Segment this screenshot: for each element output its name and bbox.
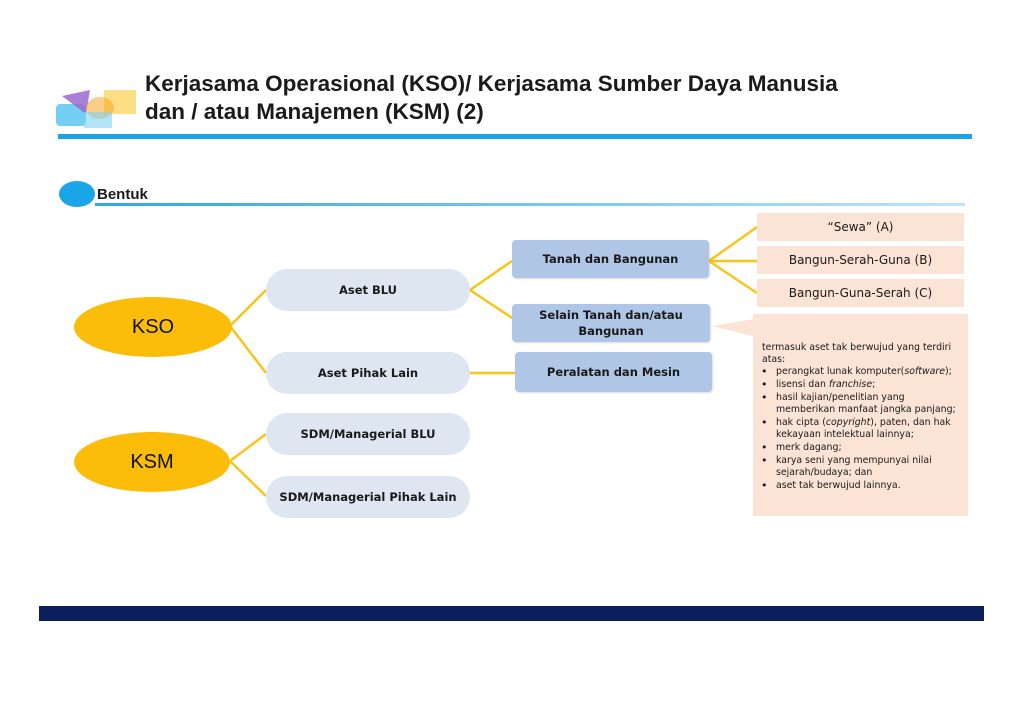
callout-item: karya seni yang mempunyai nilai sejarah/…: [761, 455, 966, 479]
aset-blu-node: Aset BLU: [266, 269, 470, 311]
connector-ksm-sdm-pihak-lain: [229, 460, 267, 497]
aset-pihak-lain-node: Aset Pihak Lain: [266, 352, 470, 394]
callout-item: aset tak berwujud lainnya.: [761, 480, 966, 492]
callout-item: hasil kajian/penelitian yang memberikan …: [761, 392, 966, 416]
selain-tanah-node: Selain Tanah dan/atau Bangunan: [512, 304, 710, 342]
tanah-bangunan-node: Tanah dan Bangunan: [512, 240, 709, 278]
kso-oval: KSO: [74, 297, 232, 357]
sdm-blu-node: SDM/Managerial BLU: [266, 413, 470, 455]
connector-tanah-sewa: [708, 225, 758, 263]
section-label: Bentuk: [97, 186, 148, 203]
connector-aset-blu-selain: [469, 288, 513, 320]
callout-item: merk dagang;: [761, 442, 966, 454]
section-bullet-icon: [59, 181, 95, 207]
peralatan-mesin-node: Peralatan dan Mesin: [515, 352, 712, 392]
logo-graphic: [56, 90, 136, 128]
title-divider: [58, 134, 972, 139]
sewa-node: “Sewa” (A): [757, 213, 964, 241]
callout-item: lisensi dan franchise;: [761, 379, 966, 391]
connector-aset-blu-tanah: [469, 259, 513, 292]
callout-item: perangkat lunak komputer(software);: [761, 366, 966, 378]
title-line-2: dan / atau Manajemen (KSM) (2): [145, 99, 484, 124]
connector-kso-aset-pihak-lain: [229, 325, 267, 374]
callout-pointer: [712, 318, 760, 338]
callout-list: perangkat lunak komputer(software); lise…: [761, 366, 966, 493]
footer-bar: [39, 606, 984, 621]
bsg-node: Bangun-Serah-Guna (B): [757, 246, 964, 274]
intangible-assets-callout: termasuk aset tak berwujud yang terdiri …: [753, 314, 968, 516]
callout-item: hak cipta (copyright), paten, dan hak ke…: [761, 417, 966, 441]
connector-ksm-sdm-blu: [229, 433, 267, 462]
callout-intro: termasuk aset tak berwujud yang terdiri …: [762, 342, 952, 365]
connector-kso-aset-blu: [229, 289, 267, 327]
sdm-pihak-lain-node: SDM/Managerial Pihak Lain: [266, 476, 470, 518]
title-line-1: Kerjasama Operasional (KSO)/ Kerjasama S…: [145, 71, 838, 96]
ksm-oval: KSM: [74, 432, 230, 492]
bgs-node: Bangun-Guna-Serah (C): [757, 279, 964, 307]
connector-tanah-bgs: [708, 259, 758, 295]
section-divider: [95, 203, 965, 206]
page-title: Kerjasama Operasional (KSO)/ Kerjasama S…: [145, 70, 965, 126]
